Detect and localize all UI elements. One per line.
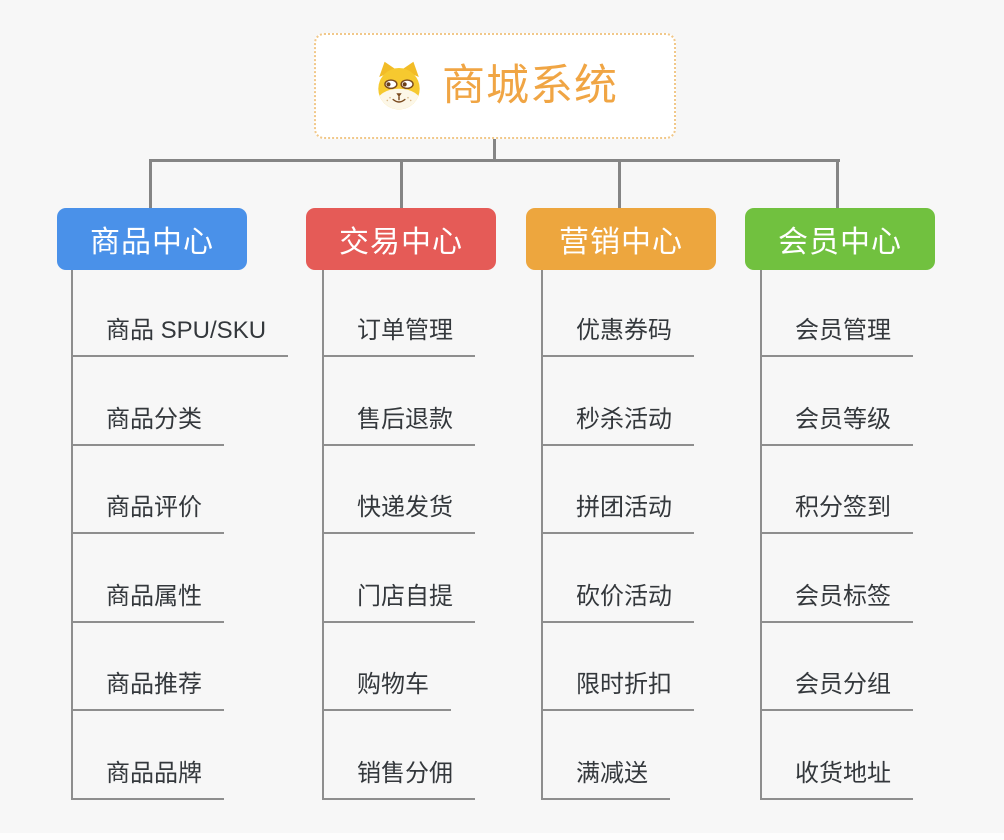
branch-member-center[interactable]: 会员中心 [745,208,935,270]
connector-drop-member [836,159,839,208]
branch-product-center[interactable]: 商品中心 [57,208,247,270]
subtopic-item[interactable]: 会员等级 [760,403,913,446]
subtopic-item[interactable]: 售后退款 [322,403,475,446]
subtopic-item[interactable]: 秒杀活动 [541,403,694,446]
subtopic-item[interactable]: 商品评价 [71,491,224,534]
subtopic-item[interactable]: 限时折扣 [541,668,694,711]
subtopic-item[interactable]: 购物车 [322,668,451,711]
subtopic-item[interactable]: 会员标签 [760,580,913,623]
subtopic-item[interactable]: 收货地址 [760,757,913,800]
subtopic-item[interactable]: 会员分组 [760,668,913,711]
subtopic-item[interactable]: 满减送 [541,757,670,800]
subtopic-item[interactable]: 订单管理 [322,314,475,357]
bottom-edge [0,833,1004,840]
subtopic-item[interactable]: 销售分佣 [322,757,475,800]
branch-label: 会员中心 [778,226,902,259]
children-rail-trade [322,270,324,800]
connector-drop-trade [400,159,403,208]
subtopic-item[interactable]: 优惠券码 [541,314,694,357]
connector-horizontal-rail [150,159,840,162]
subtopic-item[interactable]: 门店自提 [322,580,475,623]
connector-drop-product [149,159,152,208]
connector-drop-marketing [618,159,621,208]
subtopic-item[interactable]: 商品推荐 [71,668,224,711]
dog-face-icon [372,60,426,112]
subtopic-item[interactable]: 商品 SPU/SKU [71,314,289,357]
branch-label: 交易中心 [339,226,463,259]
children-rail-marketing [541,270,543,800]
branch-label: 营销中心 [559,226,683,259]
subtopic-item[interactable]: 商品品牌 [71,757,224,800]
children-rail-member [760,270,762,800]
root-topic-title: 商城系统 [442,61,618,110]
branch-marketing-center[interactable]: 营销中心 [526,208,716,270]
connector-root-stub [493,139,496,162]
branch-trade-center[interactable]: 交易中心 [306,208,496,270]
subtopic-item[interactable]: 砍价活动 [541,580,694,623]
subtopic-item[interactable]: 商品属性 [71,580,224,623]
root-topic[interactable]: 商城系统 [314,33,676,139]
children-rail-product [71,270,73,800]
subtopic-item[interactable]: 商品分类 [71,403,224,446]
subtopic-item[interactable]: 积分签到 [760,491,913,534]
subtopic-item[interactable]: 会员管理 [760,314,913,357]
branch-label: 商品中心 [90,226,214,259]
subtopic-item[interactable]: 快递发货 [322,491,475,534]
subtopic-item[interactable]: 拼团活动 [541,491,694,534]
